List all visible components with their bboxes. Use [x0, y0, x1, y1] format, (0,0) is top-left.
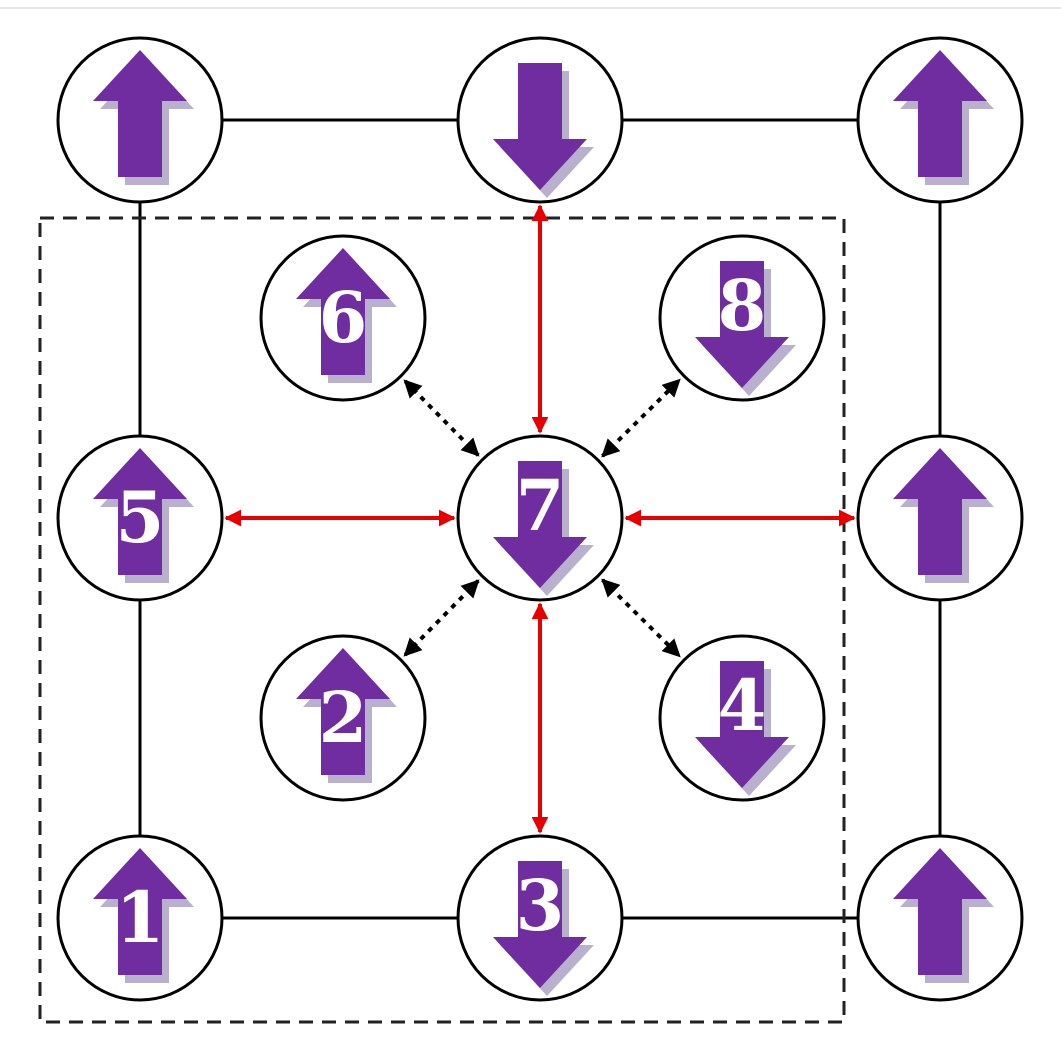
coupling-links — [224, 204, 856, 834]
node-label: 2 — [319, 676, 368, 759]
dotted-coupling-node-7-node-2 — [403, 579, 480, 657]
spin-node-node-6: 6 — [259, 234, 427, 402]
spin-node-node-8: 8 — [658, 234, 826, 402]
arrow-body-icon — [93, 848, 187, 975]
spin-up-arrow-icon — [296, 648, 397, 783]
lattice-lines — [138, 118, 942, 920]
arrow-body-icon — [695, 661, 789, 788]
node-label: 5 — [116, 476, 165, 559]
arrow-body-icon — [893, 848, 987, 975]
spin-node-bottom-right — [856, 834, 1024, 1002]
spin-up-arrow-icon — [893, 50, 994, 185]
spin-down-arrow-icon — [493, 461, 594, 596]
arrow-body-icon — [493, 861, 587, 988]
spin-node-node-2: 2 — [259, 634, 427, 802]
spin-node-top-left — [56, 36, 224, 204]
dotted-coupling-node-7-node-8 — [601, 378, 681, 458]
arrow-body-icon — [893, 50, 987, 177]
node-label: 3 — [516, 864, 565, 947]
arrow-body-icon — [493, 63, 587, 190]
spin-node-node-5: 5 — [56, 434, 224, 602]
spin-down-arrow-icon — [695, 661, 796, 796]
spin-up-arrow-icon — [893, 848, 994, 983]
spin-node-node-4: 4 — [658, 634, 826, 802]
node-label: 6 — [319, 276, 368, 359]
arrow-body-icon — [893, 448, 987, 575]
spin-node-node-3: 3 — [456, 834, 624, 1002]
node-label: 8 — [718, 264, 767, 347]
spin-node-node-7: 7 — [456, 434, 624, 602]
arrow-body-icon — [296, 648, 390, 775]
spin-node-middle-right — [856, 434, 1024, 602]
spin-node-node-1: 1 — [56, 834, 224, 1002]
arrow-body-icon — [93, 448, 187, 575]
spin-down-arrow-icon — [493, 63, 594, 198]
dashed-region-box — [38, 216, 846, 1024]
spin-up-arrow-icon — [93, 50, 194, 185]
spin-up-arrow-icon — [93, 848, 194, 983]
spin-down-arrow-icon — [493, 861, 594, 996]
spin-down-arrow-icon — [695, 261, 796, 396]
node-label: 4 — [718, 664, 767, 747]
spin-nodes: 6 8 5 7 2 4 1 3 — [56, 36, 1024, 1002]
arrow-body-icon — [296, 248, 390, 375]
arrow-body-icon — [93, 50, 187, 177]
dotted-coupling-node-7-node-4 — [601, 578, 681, 658]
node-label: 7 — [516, 464, 565, 547]
arrow-body-icon — [695, 261, 789, 388]
spin-node-top-right — [856, 36, 1024, 204]
dotted-coupling-node-7-node-6 — [403, 379, 480, 457]
spin-up-arrow-icon — [893, 448, 994, 583]
spin-up-arrow-icon — [93, 448, 194, 583]
arrow-body-icon — [493, 461, 587, 588]
spin-node-top-middle — [456, 36, 624, 204]
spin-up-arrow-icon — [296, 248, 397, 383]
node-label: 1 — [116, 876, 165, 959]
